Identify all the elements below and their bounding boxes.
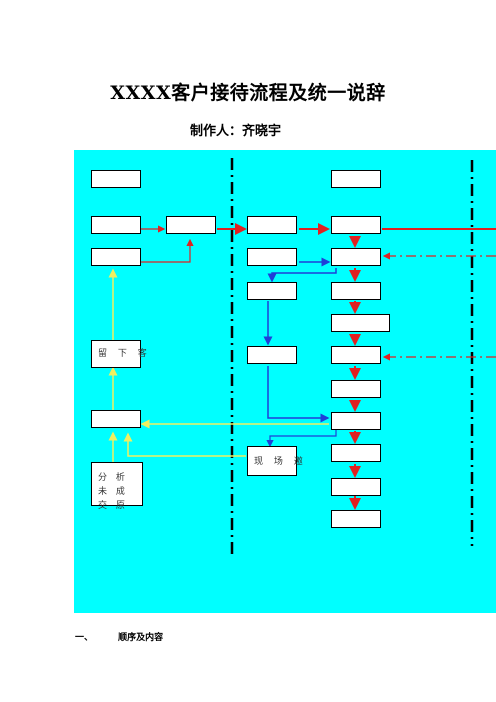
flow-box-c4-4: [331, 282, 381, 300]
flow-box-c1-3: [91, 248, 141, 266]
flow-box-c3-1: [247, 216, 297, 234]
section-number: 一、: [75, 633, 94, 643]
arrow-blue-4: [267, 366, 330, 423]
flow-box-c4-10: [331, 478, 381, 496]
flow-box-c3-4: [247, 346, 297, 364]
flow-box-site-invite: 现 场 邀: [247, 446, 303, 476]
flow-box-c1-1: [91, 170, 141, 188]
flow-box-c4-6: [331, 346, 381, 364]
section-heading: 一、 顺序及内容: [75, 630, 163, 643]
arrow-red-5: [141, 238, 194, 263]
document-author: 制作人：齐晓宇: [190, 124, 282, 139]
flow-box-c4-9: [331, 444, 381, 462]
flow-box-c4-11: [331, 510, 381, 528]
arrow-blue-5: [266, 430, 337, 448]
flow-box-c4-3: [331, 248, 381, 266]
flow-box-c4-1: [331, 170, 381, 188]
section-title: 顺序及内容: [118, 633, 164, 643]
flow-box-analyze: 分 析 未 成 交 原: [91, 462, 143, 511]
flow-box-c2-1: [166, 216, 216, 234]
flow-box-c4-8: [331, 412, 381, 430]
document-title: XXXX客户接待流程及统一说辞: [110, 82, 386, 104]
flow-box-c4-5: [331, 314, 390, 332]
flow-box-c3-3: [247, 282, 297, 300]
flow-box-c1-5: [91, 410, 141, 428]
flow-box-c4-7: [331, 380, 381, 398]
flow-box-c3-2: [247, 248, 297, 266]
flow-box-c4-2: [331, 216, 381, 234]
flow-box-c1-2: [91, 216, 141, 234]
flow-box-retain: 留 下 客: [91, 340, 147, 368]
arrow-yellow-5: [123, 432, 246, 457]
arrow-blue-2: [267, 268, 337, 283]
